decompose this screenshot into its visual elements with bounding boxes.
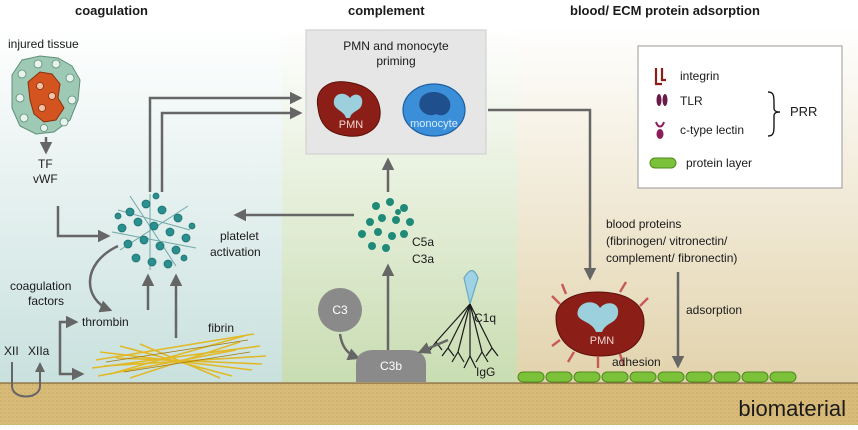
platelet-cluster-icon — [111, 192, 197, 270]
blood-proteins-line3: complement/ fibronectin) — [606, 251, 737, 265]
thrombin-label: thrombin — [82, 315, 129, 329]
legend-tlr: TLR — [680, 94, 703, 108]
fibrin-mesh-icon — [91, 333, 267, 379]
protein-layer-segment — [629, 371, 657, 383]
fibrin-label: fibrin — [208, 321, 234, 335]
tlr-icon — [656, 94, 668, 106]
priming-line1: PMN and monocyte — [343, 39, 449, 53]
legend-c-type-lectin: c-type lectin — [680, 123, 744, 137]
c3b-label: C3b — [380, 359, 402, 373]
platelet-activation-line2: activation — [210, 245, 261, 259]
platelet-activation-line1: platelet — [220, 229, 259, 243]
biomaterial-surface — [0, 383, 858, 425]
legend-prr: PRR — [790, 104, 817, 119]
adhesion-label: adhesion — [612, 355, 661, 369]
protein-layer-segment — [517, 371, 545, 383]
blood-proteins-line2: (fibrinogen/ vitronectin/ — [606, 234, 728, 248]
c1q-igg-icon — [429, 269, 499, 369]
vwf-label: vWF — [33, 172, 58, 186]
prr-brace — [767, 91, 781, 137]
blood-proteins-line1: blood proteins — [606, 217, 681, 231]
monocyte-cell-icon — [402, 83, 466, 137]
protein-layer-segment — [573, 371, 601, 383]
priming-line2: priming — [376, 54, 415, 68]
protein-layer-segment — [657, 371, 685, 383]
injured-tissue-icon — [11, 55, 81, 135]
adsorption-label: adsorption — [686, 303, 742, 317]
header-complement: complement — [348, 3, 425, 18]
c3-protein-icon — [318, 288, 362, 332]
protein-layer-segment — [685, 371, 713, 383]
legend-protein-layer: protein layer — [686, 156, 752, 170]
c3-label: C3 — [332, 303, 348, 317]
tf-label: TF — [38, 157, 53, 171]
adherent-pmn-label: PMN — [590, 335, 615, 347]
pmn-label: PMN — [339, 119, 364, 131]
integrin-icon — [654, 68, 666, 86]
c-type-lectin-icon — [655, 121, 665, 139]
coagulation-factors-line2: factors — [28, 294, 64, 308]
c3a-label: C3a — [412, 252, 434, 266]
protein-layer-segment — [545, 371, 573, 383]
header-coagulation: coagulation — [75, 3, 148, 18]
biomaterial-label: biomaterial — [738, 396, 846, 421]
protein-layer — [517, 371, 797, 383]
monocyte-label: monocyte — [410, 118, 458, 130]
c1q-label: C1q — [474, 311, 496, 325]
legend-integrin: integrin — [680, 69, 719, 83]
adherent-pmn-icon — [551, 281, 649, 368]
header-adsorption: blood/ ECM protein adsorption — [570, 3, 760, 18]
protein-layer-icon — [649, 157, 677, 169]
protein-layer-segment — [601, 371, 629, 383]
c5a-label: C5a — [412, 235, 434, 249]
xii-label: XII — [4, 344, 19, 358]
igg-label: IgG — [476, 365, 495, 379]
coagulation-factors-line1: coagulation — [10, 279, 71, 293]
protein-layer-segment — [713, 371, 741, 383]
protein-layer-segment — [769, 371, 797, 383]
anaphylatoxin-cluster-icon — [358, 198, 414, 252]
xiia-label: XIIa — [28, 344, 50, 358]
protein-layer-segment — [741, 371, 769, 383]
c3b-protein-icon — [356, 350, 426, 382]
pmn-cell-icon — [316, 81, 381, 137]
injured-tissue-label: injured tissue — [8, 37, 79, 51]
